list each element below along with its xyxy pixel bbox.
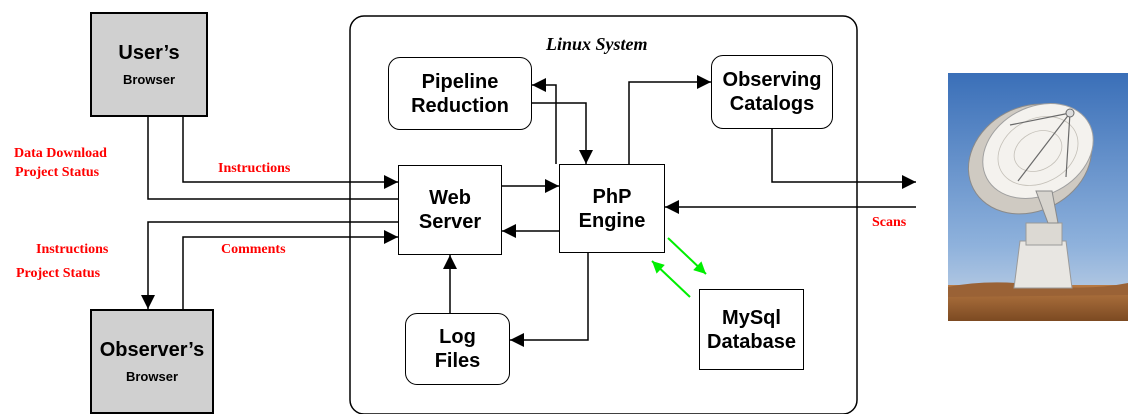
php-engine-line1: PhP [592, 185, 632, 208]
observing-catalogs-box: Observing Catalogs [711, 55, 833, 129]
label-comments: Comments [221, 242, 286, 257]
web-server-line1: Web [429, 187, 471, 209]
linux-system-title: Linux System [546, 34, 648, 54]
observers-browser-title: Observer’s [99, 338, 205, 361]
label-data-download: Data Download [14, 146, 107, 161]
arrow-pipeline-to-php [532, 102, 593, 164]
users-browser-title: User’s [118, 41, 180, 64]
observing-catalogs-line1: Observing [722, 69, 822, 91]
arrow-observers-browser-to-web [182, 230, 398, 309]
pipeline-reduction-line1: Pipeline [421, 70, 499, 93]
pipeline-reduction-line2: Reduction [411, 94, 509, 117]
arrow-web-to-observers-browser [141, 221, 398, 309]
observers-browser-box: Observer’s Browser [90, 309, 214, 414]
mysql-database-line1: MySql [722, 306, 781, 329]
label-instructions-top: Instructions [218, 161, 291, 176]
mysql-database-line2: Database [707, 330, 796, 353]
label-project-status-bottom: Project Status [16, 266, 101, 281]
observers-browser-subtitle: Browser [125, 368, 179, 384]
label-instructions-left: Instructions [36, 242, 109, 257]
label-scans: Scans [872, 215, 907, 230]
observing-catalogs-line2: Catalogs [729, 93, 815, 115]
users-browser-subtitle: Browser [122, 71, 176, 87]
telescope-dish-icon [948, 73, 1128, 321]
log-files-line2: Files [434, 350, 481, 372]
arrow-users-browser-to-web [182, 117, 398, 189]
arrow-php-to-db-green [667, 237, 707, 275]
php-engine-box: PhP Engine [559, 164, 665, 253]
arrow-db-to-php-green [651, 260, 691, 298]
arrow-php-to-pipeline [532, 78, 557, 164]
radio-telescope-image [948, 73, 1128, 321]
linux-system-frame [349, 15, 858, 414]
pipeline-reduction-box: Pipeline Reduction [388, 57, 532, 130]
arrow-php-to-catalogs [628, 75, 711, 164]
label-project-status-top: Project Status [15, 165, 100, 180]
web-server-line2: Server [418, 211, 482, 233]
mysql-database-box: MySql Database [699, 289, 804, 370]
log-files-box: Log Files [405, 313, 510, 385]
web-server-box: Web Server [398, 165, 502, 255]
arrow-catalogs-to-telescope [771, 129, 916, 189]
arrow-web-to-users-browser [141, 103, 398, 200]
log-files-line1: Log [439, 326, 476, 348]
users-browser-box: User’s Browser [90, 12, 208, 117]
arrow-php-to-log [510, 253, 589, 347]
php-engine-line2: Engine [578, 209, 646, 232]
